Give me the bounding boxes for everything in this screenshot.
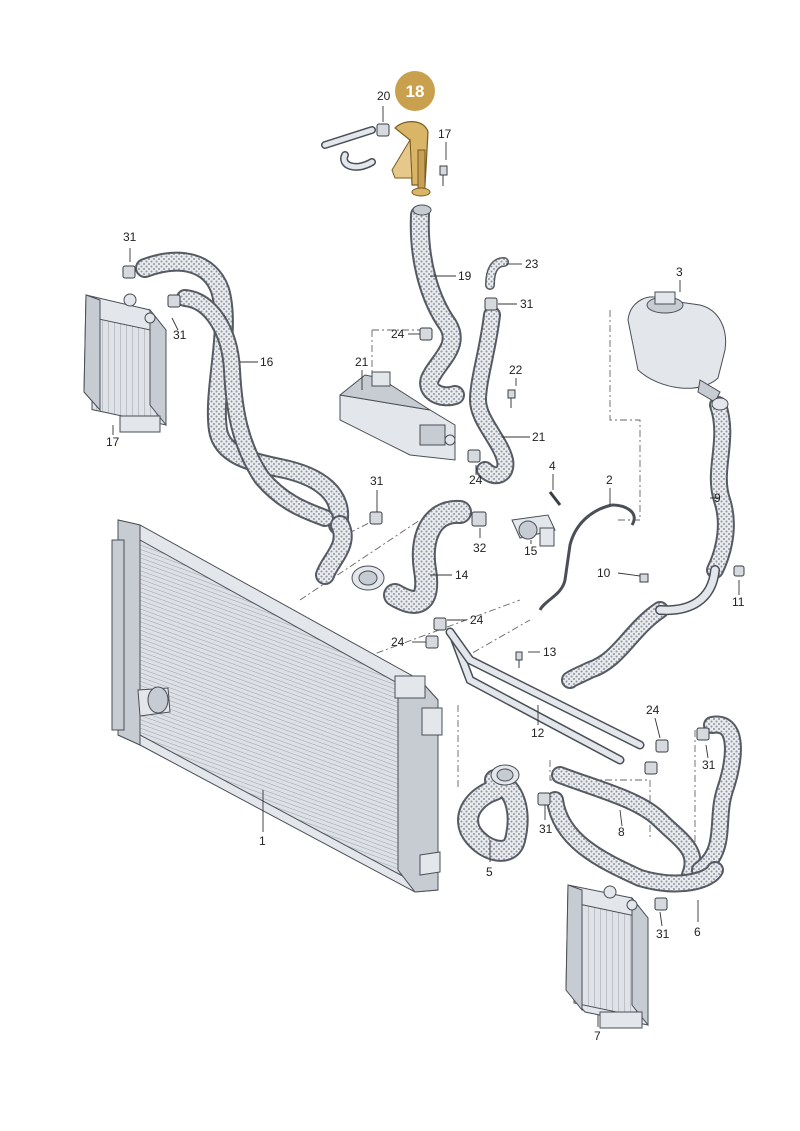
callout-31-right: 31 xyxy=(702,758,716,772)
callout-10: 10 xyxy=(597,566,611,580)
callout-24: 23 xyxy=(525,257,539,271)
callout-7: 7 xyxy=(594,1029,601,1043)
callout-20: 19 xyxy=(458,269,472,283)
callout-17: 17 xyxy=(106,435,120,449)
callout-30-right: 24 xyxy=(646,703,660,717)
leader-lines xyxy=(112,106,740,1027)
callout-18: 18 xyxy=(406,82,425,101)
main-radiator xyxy=(111,519,443,893)
callout-30-mid: 24 xyxy=(469,473,483,487)
expansion-tank xyxy=(627,291,727,403)
callout-22: 21 xyxy=(532,430,546,444)
callout-31-left: 31 xyxy=(173,328,187,342)
callout-31-upper-left: 31 xyxy=(123,230,137,244)
clamps-and-bolts xyxy=(122,123,745,911)
callout-23: 22 xyxy=(509,363,523,377)
callout-9: 9 xyxy=(714,491,721,505)
callout-18-badge: 18 xyxy=(395,71,435,111)
callout-19: 17 xyxy=(438,127,452,141)
callout-31-bottom: 31 xyxy=(656,927,670,941)
metal-pipes xyxy=(321,126,720,765)
fittings xyxy=(351,204,729,786)
callout-3: 3 xyxy=(676,265,683,279)
callout-2: 2 xyxy=(606,473,613,487)
callout-31-mid: 31 xyxy=(370,474,384,488)
callout-15: 15 xyxy=(524,544,538,558)
callout-31-lower: 31 xyxy=(539,822,553,836)
oil-cooler xyxy=(339,371,456,461)
callout-32: 32 xyxy=(473,541,487,555)
callout-21: 21 xyxy=(355,355,369,369)
callout-30-top: 20 xyxy=(377,89,391,103)
hoses xyxy=(135,205,742,893)
connector-15 xyxy=(511,514,556,547)
callout-14: 14 xyxy=(455,568,469,582)
callout-numbers: 20 17 31 31 16 17 19 23 31 24 21 22 21 2… xyxy=(106,89,745,1043)
callout-5: 5 xyxy=(486,865,493,879)
callout-31-center: 31 xyxy=(520,297,534,311)
callout-11: 11 xyxy=(732,595,745,609)
aux-cooler-upper-left xyxy=(83,293,167,433)
callout-6: 6 xyxy=(694,925,701,939)
callout-30-center: 24 xyxy=(391,327,405,341)
callout-30-left: 24 xyxy=(391,635,405,649)
callout-4: 4 xyxy=(549,459,556,473)
callout-8: 8 xyxy=(618,825,625,839)
callout-13: 13 xyxy=(543,645,557,659)
callout-30-right-of-14: 24 xyxy=(470,613,484,627)
callout-1: 1 xyxy=(259,834,266,848)
callout-12: 12 xyxy=(531,726,545,740)
callout-16: 16 xyxy=(260,355,274,369)
aux-cooler-lower-right xyxy=(565,884,649,1029)
highlighted-part-18 xyxy=(391,121,431,197)
